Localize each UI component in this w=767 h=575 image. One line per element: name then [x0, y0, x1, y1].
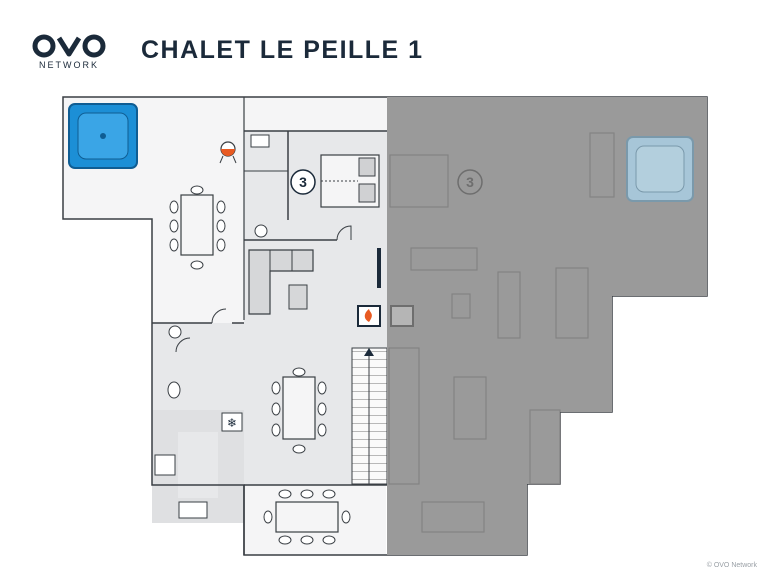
bedroom-badge-label: 3 — [466, 174, 474, 190]
stairs-arrow-icon — [364, 348, 374, 356]
bedroom-badge — [457, 169, 483, 195]
header: NETWORK CHALET LE PEILLE 1 — [0, 0, 767, 90]
kitchen-floor — [178, 432, 218, 498]
page-title: CHALET LE PEILLE 1 — [141, 36, 424, 64]
sofa-icon — [248, 249, 314, 315]
interior-floor — [244, 131, 387, 485]
bed-icon — [320, 154, 380, 208]
fireplace-icon — [390, 305, 414, 327]
toilet-icon — [167, 381, 181, 399]
copyright-note: © OVO Network — [706, 562, 757, 569]
fireplace-icon — [357, 305, 381, 327]
coffee-table — [288, 284, 308, 310]
sink-icon — [168, 325, 182, 339]
kitchen-sink-icon — [178, 501, 208, 519]
shower-drain-icon — [254, 224, 268, 238]
bbq-icon — [219, 141, 237, 164]
dining-table — [271, 367, 327, 454]
fridge-icon — [221, 412, 243, 432]
terrace-dining-table — [169, 185, 226, 270]
tv-icon — [377, 248, 381, 288]
door-swing — [211, 308, 227, 324]
brand-subtitle: NETWORK — [39, 60, 99, 70]
door-swing — [336, 225, 352, 241]
brand-logo: NETWORK — [30, 34, 108, 74]
snowflake-icon: ❄ — [227, 416, 237, 430]
mirrored-half-shade — [387, 97, 707, 555]
stove-icon — [154, 454, 176, 476]
bottom-terrace-table — [263, 489, 351, 545]
door-swing — [175, 337, 191, 353]
bedroom-badge — [290, 169, 316, 195]
sink-icon — [250, 134, 270, 148]
bedroom-badge-label: 3 — [299, 174, 307, 190]
ovo-logo-icon — [32, 34, 106, 58]
mirrored-half-details — [388, 132, 615, 533]
